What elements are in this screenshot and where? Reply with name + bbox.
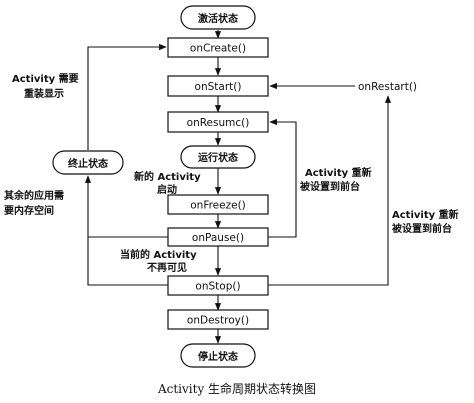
state-activate-label: 激活状态	[198, 12, 238, 25]
method-on-pause-label: onPause()	[192, 232, 244, 244]
state-terminated: 终止状态	[52, 150, 124, 175]
method-on-resume: onResumc()	[167, 111, 269, 133]
state-stopped-label: 停止状态	[198, 350, 238, 363]
note-reset-front-b-line1: Activity 重新	[392, 208, 459, 221]
note-other-apps-line2: 要内存空间	[4, 204, 54, 217]
method-on-stop: onStop()	[167, 275, 269, 296]
method-on-freeze: onFreeze()	[167, 194, 269, 215]
method-on-start: onStart()	[167, 75, 269, 97]
method-on-pause: onPause()	[167, 227, 269, 247]
method-on-resume-label: onResumc()	[187, 117, 250, 129]
flow-lines	[84, 30, 392, 344]
state-terminated-label: 终止状态	[68, 157, 108, 170]
method-on-destroy: onDestroy()	[167, 309, 269, 330]
note-needs-redisplay-line2: 重装显示	[24, 87, 64, 100]
note-reset-front-b-line2: 被设置到前台	[392, 222, 452, 235]
state-activate: 激活状态	[180, 5, 256, 30]
state-running-label: 运行状态	[198, 151, 238, 164]
figure-caption: Activity 生命周期状态转换图	[157, 381, 316, 396]
method-on-stop-label: onStop()	[195, 281, 240, 293]
note-new-activity-line2: 启动	[157, 183, 177, 196]
note-other-apps-line1: 其余的应用需	[4, 189, 64, 202]
method-on-restart-label: onRestart()	[358, 81, 417, 93]
method-on-create-label: onCreate()	[190, 43, 246, 55]
state-running: 运行状态	[180, 145, 256, 169]
note-reset-front-line2: 被设置到前台	[300, 180, 360, 193]
state-stopped: 停止状态	[180, 343, 256, 368]
note-needs-redisplay-line1: Activity 需要	[12, 73, 79, 85]
method-on-destroy-label: onDestroy()	[187, 315, 249, 327]
note-current-invisible-line1: 当前的 Activity	[120, 248, 197, 261]
note-new-activity-line1: 新的 Activity	[134, 170, 201, 183]
note-reset-front-line1: Activity 重新	[305, 166, 372, 179]
method-on-start-label: onStart()	[195, 81, 242, 93]
note-current-invisible-line2: 不再可见	[147, 262, 187, 274]
method-on-freeze-label: onFreeze()	[190, 200, 246, 212]
method-on-create: onCreate()	[167, 37, 269, 58]
